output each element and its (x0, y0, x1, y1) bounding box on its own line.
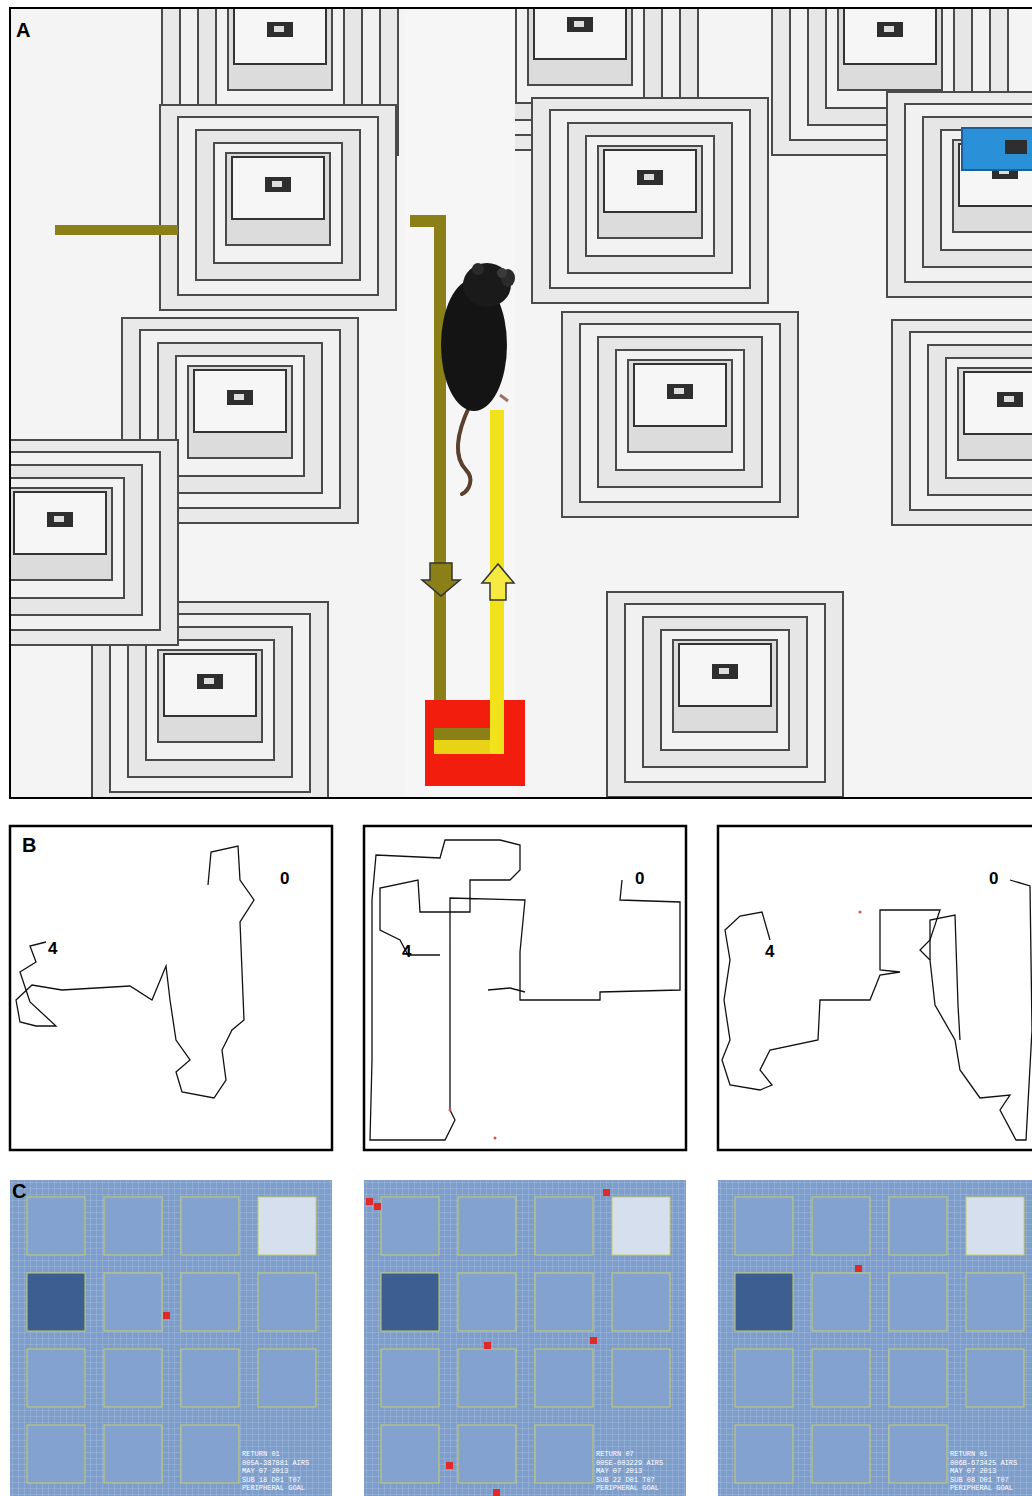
panel-letter: C (12, 1181, 26, 1201)
screen-readout: MAY 07 2013 (950, 1468, 996, 1475)
trajectory-end-dots (449, 911, 862, 1140)
panel-letter: A (16, 20, 30, 40)
trajectory-panels (10, 826, 1032, 1150)
screen-readout: MAY 07 2013 (596, 1468, 642, 1475)
screen-readout: 005E-003229 AIRS (596, 1460, 663, 1467)
trial-number: 4 (48, 940, 57, 957)
mouse (441, 263, 515, 494)
screen-readout: RETURN 07 (596, 1451, 634, 1458)
trial-number: 0 (635, 870, 644, 887)
screen-readout: 006B-673425 AIRS (950, 1460, 1017, 1467)
screen-readout: PERIPHERAL GOAL (950, 1485, 1013, 1492)
screen-readout: PERIPHERAL GOAL (242, 1485, 305, 1492)
screen-readout: SUB 08 D01 T07 (950, 1477, 1009, 1484)
screen-readout: RETURN 01 (950, 1451, 988, 1458)
tracking-screens (10, 1180, 1032, 1496)
trial-number: 0 (989, 870, 998, 887)
panel-letter: B (22, 835, 36, 855)
screen-readout: 005A-387881 AIRS (242, 1460, 309, 1467)
trial-number: 0 (280, 870, 289, 887)
trial-number: 4 (402, 943, 411, 960)
screen-readout: SUB 18 D01 T07 (242, 1477, 301, 1484)
screen-readout: PERIPHERAL GOAL (596, 1485, 659, 1492)
screen-readout: SUB 22 D01 T07 (596, 1477, 655, 1484)
trial-number: 4 (765, 943, 774, 960)
maze-illustration (10, 8, 1032, 798)
screen-readout: RETURN 01 (242, 1451, 280, 1458)
screen-readout: MAY 07 2013 (242, 1468, 288, 1475)
